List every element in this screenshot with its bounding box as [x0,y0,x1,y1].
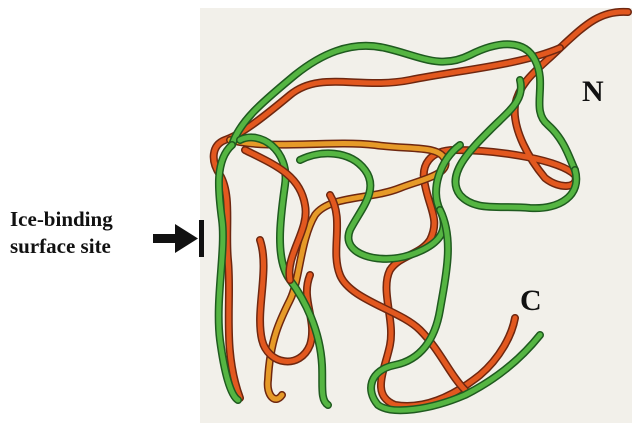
site-label-line2: surface site [10,234,111,258]
n-terminus-label: N [582,75,604,108]
site-arrow-shaft [153,234,177,243]
site-label-line1: Ice-binding [10,207,113,231]
site-arrow-head [175,224,198,253]
structure-panel [200,8,632,423]
site-arrow-bar [199,220,204,257]
site-arrow [153,220,204,257]
c-terminus-label: C [520,284,542,317]
